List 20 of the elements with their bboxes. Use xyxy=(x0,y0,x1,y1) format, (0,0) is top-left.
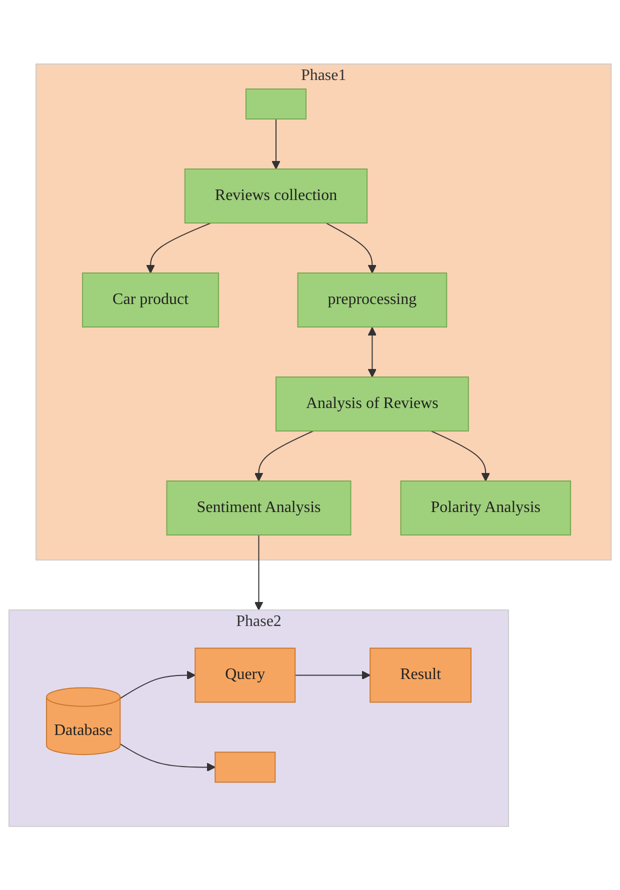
node-box: Analysis of Reviews xyxy=(275,376,469,432)
arrow xyxy=(294,670,370,680)
arrow xyxy=(430,430,490,482)
node-box: preprocessing xyxy=(297,272,448,328)
node-box: Reviews collection xyxy=(184,168,368,224)
arrow xyxy=(271,118,280,170)
node-box: Query xyxy=(194,648,296,702)
arrow xyxy=(146,222,212,274)
node-box xyxy=(245,88,306,120)
node-box xyxy=(214,752,276,782)
node-box: Result xyxy=(370,648,472,702)
arrow xyxy=(254,534,264,610)
arrow xyxy=(120,743,216,772)
node-box: Car product xyxy=(82,272,219,328)
arrow xyxy=(120,670,196,699)
arrow xyxy=(325,222,376,274)
arrow xyxy=(254,430,314,482)
node-box: Polarity Analysis xyxy=(400,480,571,536)
node-box: Sentiment Analysis xyxy=(166,480,352,536)
arrow xyxy=(368,326,376,378)
